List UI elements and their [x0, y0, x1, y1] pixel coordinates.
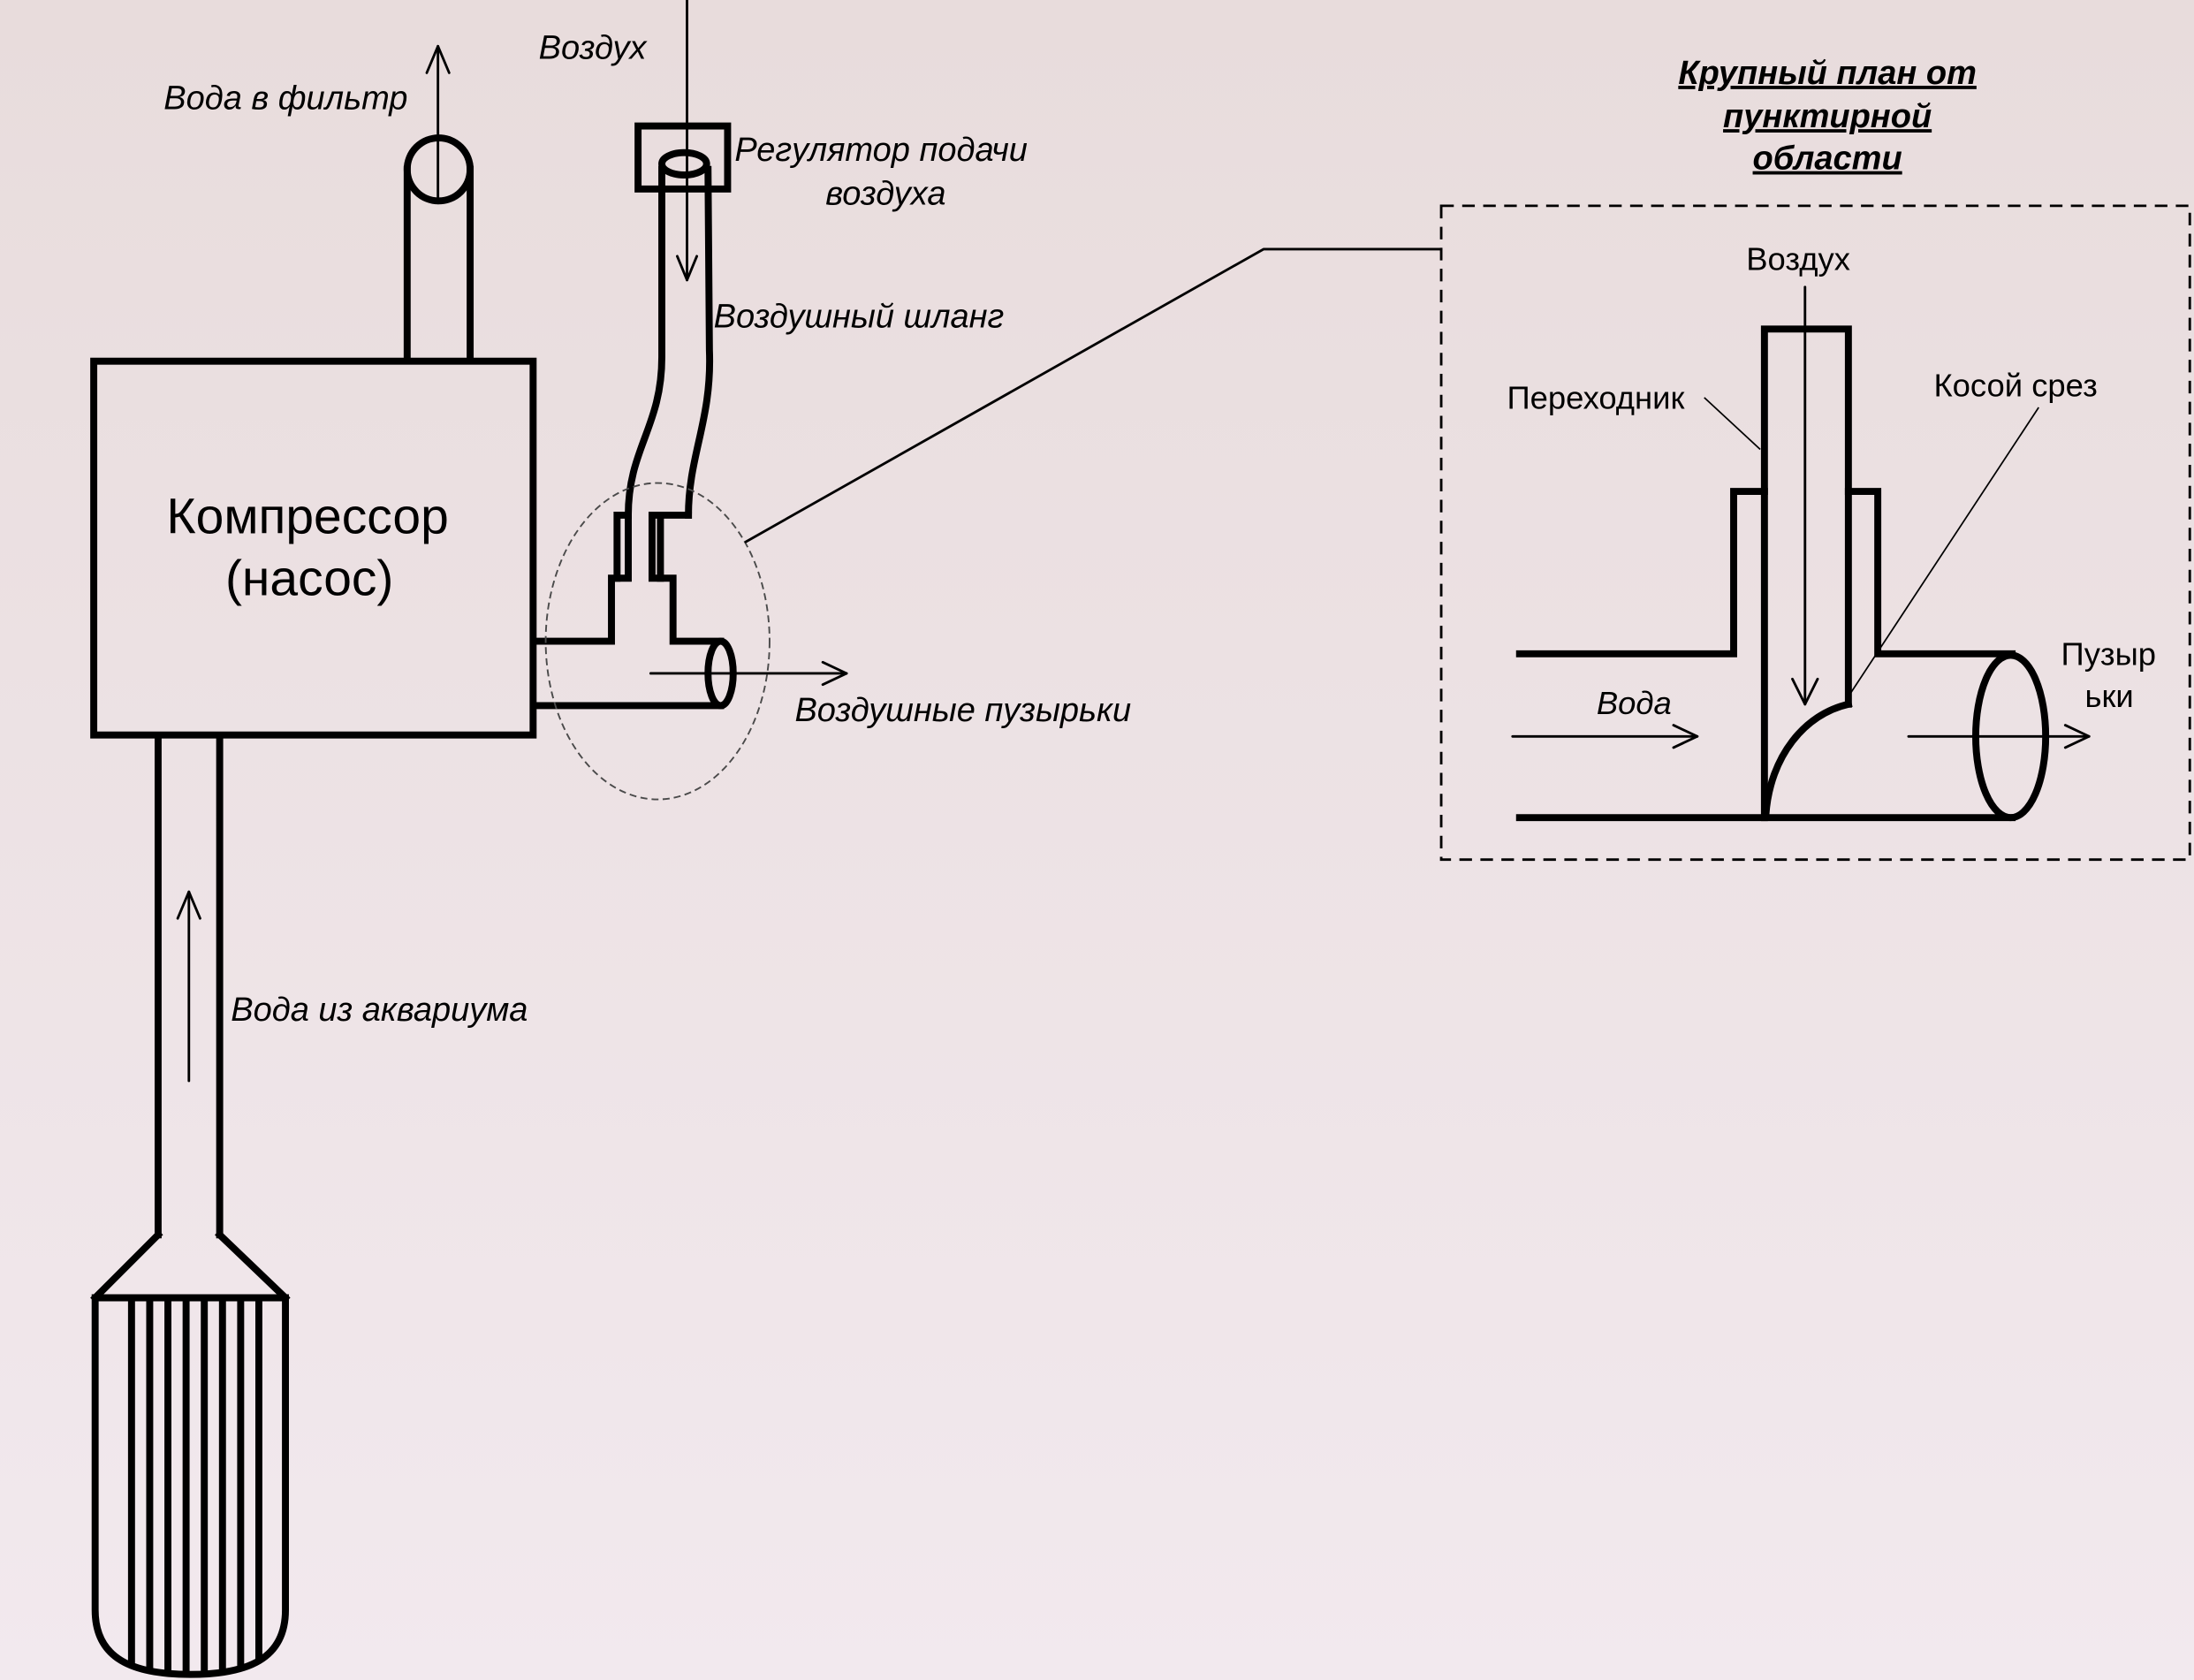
strainer-slots — [127, 1297, 262, 1676]
closeup-region-marker — [544, 482, 771, 801]
closeup-bubbles-label-line2: ьки — [2084, 678, 2133, 714]
intake-pipe: Вода из аквариума — [90, 734, 528, 1304]
air-hose-label: Воздушный шланг — [714, 299, 1005, 336]
strainer-flare-left — [90, 1229, 163, 1304]
compressor-box — [90, 357, 537, 739]
closeup-oblique-cut-leader — [1846, 407, 2039, 699]
closeup-air-arrowhead — [1791, 677, 1819, 706]
closeup-water-arrowhead — [1672, 724, 1699, 749]
closeup-oblique-cut — [1762, 700, 1853, 819]
strainer — [91, 1294, 290, 1678]
water-from-aquarium-arrowhead — [176, 890, 201, 920]
air-bubbles-arrowhead — [821, 660, 848, 687]
water-from-aquarium-label: Вода из аквариума — [231, 992, 528, 1029]
strainer-body — [91, 1294, 290, 1678]
compressor: Компрессор (насос) — [90, 357, 537, 739]
water-to-filter-label: Вода в фильтр — [163, 80, 407, 118]
air-bubbles-label: Воздушные пузырьки — [794, 692, 1131, 729]
closeup-bubbles-arrowhead — [2063, 724, 2091, 749]
compressor-label-line2: (насос) — [225, 550, 393, 606]
air-regulator: Воздух Регулятор подачи воздуха — [539, 0, 1028, 282]
closeup-adapter-left — [1515, 488, 1768, 658]
closeup-adapter-label: Переходник — [1507, 380, 1685, 416]
t-junction: Воздушные пузырьки — [532, 247, 1443, 801]
closeup-title-line3: области — [1753, 141, 1902, 178]
closeup-frame — [1439, 204, 2191, 862]
air-hose: Воздушный шланг — [625, 165, 1005, 519]
closeup-air-tube — [1760, 325, 1852, 822]
air-top-label: Воздух — [539, 30, 649, 67]
t-junction-left-wall — [532, 512, 632, 645]
closeup-title-line2: пунктирной — [1723, 98, 1932, 135]
water-to-filter-arrowhead — [425, 44, 451, 74]
air-hose-right-wall — [685, 165, 714, 519]
air-regulator-label-line2: воздуха — [825, 175, 945, 212]
strainer-flare-right — [215, 1229, 291, 1304]
closeup-title-line1: Крупный план от — [1678, 55, 1977, 92]
closeup-inset: Крупный план от пунктирной области Возду… — [1439, 55, 2191, 862]
air-regulator-opening — [658, 148, 710, 179]
adapter-left-cap — [613, 512, 632, 582]
air-regulator-body — [634, 122, 732, 193]
closeup-adapter-right — [1844, 488, 2016, 658]
air-inflow-arrowhead — [676, 255, 699, 282]
filter-outlet-pipe: Вода в фильтр — [163, 44, 474, 362]
closeup-air-label: Воздух — [1746, 241, 1850, 277]
closeup-connector-line — [744, 247, 1443, 544]
compressor-label-line1: Компрессор — [166, 489, 448, 545]
air-regulator-label-line1: Регулятор подачи — [734, 132, 1028, 169]
air-hose-left-wall — [625, 165, 665, 519]
closeup-adapter-leader — [1704, 397, 1761, 451]
closeup-oblique-cut-label: Косой срез — [1933, 367, 2097, 403]
closeup-water-label: Вода — [1597, 685, 1672, 721]
closeup-bubbles-label-line1: Пузыр — [2061, 635, 2156, 672]
